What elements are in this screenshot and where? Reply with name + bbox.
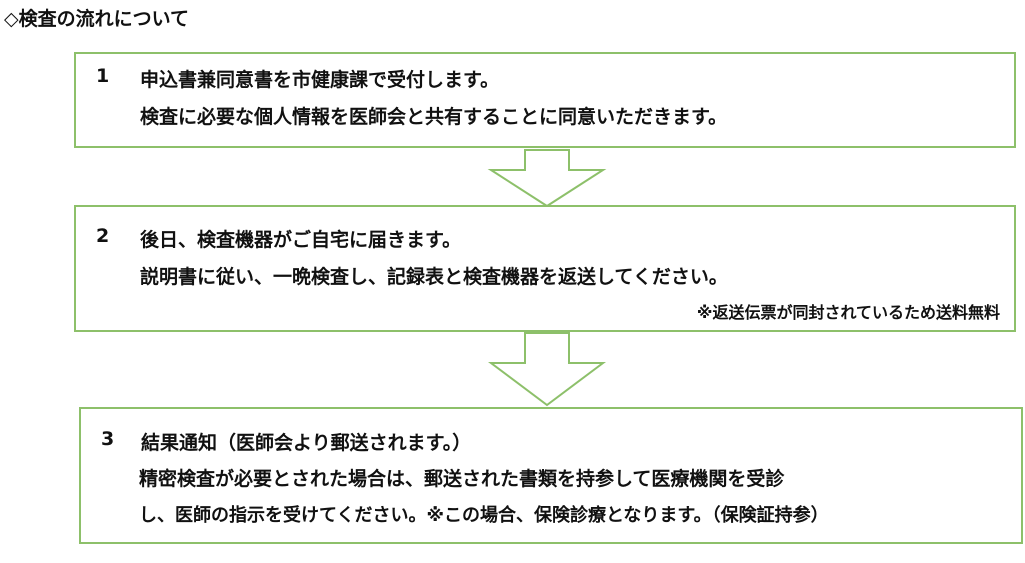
step-3-line-3: し、医師の指示を受けてください。※この場合、保険診療となります。（保険証持参） [139,505,829,526]
step-1-line-1: 申込書兼同意書を市健康課で受付します。 [140,69,500,91]
step-1-number: 1 [96,65,110,87]
step-2-number: 2 [96,225,110,247]
step-2-line-2: 説明書に従い、一晩検査し、記録表と検査機器を返送してください。 [140,266,728,288]
page-title: ◇検査の流れについて [4,8,190,30]
step-3-number: 3 [101,428,115,450]
step-3-line-2: 精密検査が必要とされた場合は、郵送された書類を持参して医療機関を受診 [139,468,785,490]
step-1-line-2: 検査に必要な個人情報を医師会と共有することに同意いただきます。 [140,106,728,128]
step-1-box: 1 申込書兼同意書を市健康課で受付します。 検査に必要な個人情報を医師会と共有す… [74,52,1016,148]
step-2-note: ※返送伝票が同封されているため送料無料 [696,303,1000,322]
step-3-line-1: 結果通知（医師会より郵送されます。） [141,432,472,454]
step-2-box: 2 後日、検査機器がご自宅に届きます。 説明書に従い、一晩検査し、記録表と検査機… [74,205,1016,332]
step-2-line-1: 後日、検査機器がご自宅に届きます。 [140,229,462,251]
down-arrow-icon [488,332,606,407]
down-arrow-icon [487,149,607,208]
step-3-box: 3 結果通知（医師会より郵送されます。） 精密検査が必要とされた場合は、郵送され… [79,407,1023,544]
